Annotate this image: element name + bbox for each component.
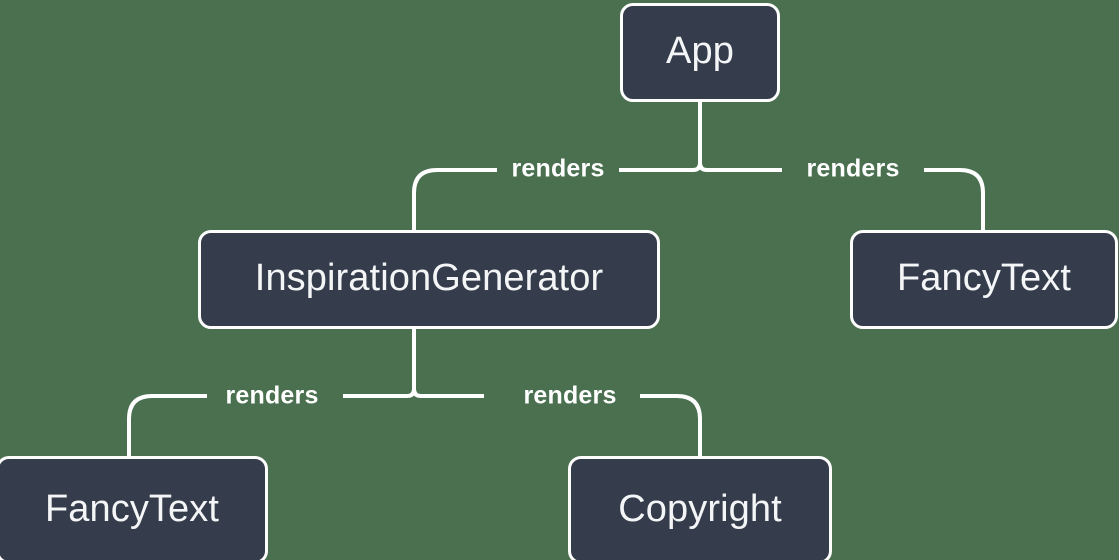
node-inspirationgenerator[interactable]: InspirationGenerator (198, 230, 660, 329)
edge-label-inspirationgenerator-fancytext-left: renders (225, 381, 319, 410)
node-fancytext-right[interactable]: FancyText (850, 230, 1118, 329)
node-copyright[interactable]: Copyright (568, 456, 832, 560)
edge-label-app-inspirationgenerator: renders (511, 154, 605, 183)
node-copyright-label: Copyright (618, 487, 782, 530)
node-inspirationgenerator-label: InspirationGenerator (254, 257, 604, 299)
node-fancytext-left[interactable]: FancyText (0, 456, 268, 560)
node-app-label: App (666, 30, 734, 72)
node-app[interactable]: App (620, 3, 780, 102)
node-fancytext-right-label: FancyText (896, 257, 1072, 299)
edge-label-inspirationgenerator-copyright: renders (523, 381, 617, 410)
node-fancytext-left-label: FancyText (44, 487, 220, 530)
edge-label-app-fancytext-right: renders (806, 154, 900, 183)
